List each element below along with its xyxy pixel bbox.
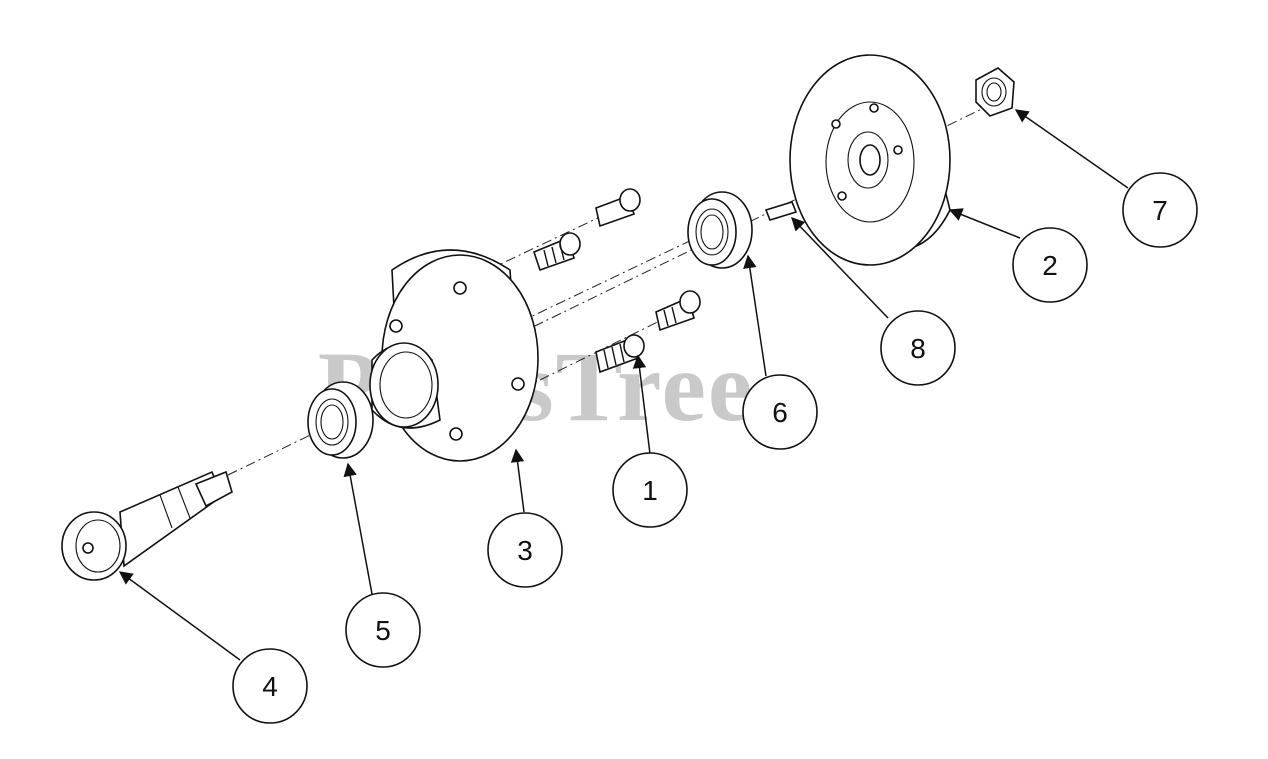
svg-text:7: 7 xyxy=(1152,195,1168,226)
svg-text:1: 1 xyxy=(642,475,658,506)
callout-4[interactable]: 4 xyxy=(232,648,308,724)
hex-nut-part[interactable] xyxy=(975,67,1015,117)
leader-lines xyxy=(118,109,1129,661)
svg-text:6: 6 xyxy=(772,397,788,428)
stud-bolt-4[interactable] xyxy=(595,334,645,374)
svg-text:4: 4 xyxy=(262,671,278,702)
callout-5[interactable]: 5 xyxy=(345,592,421,668)
callout-7[interactable]: 7 xyxy=(1122,172,1198,248)
svg-text:3: 3 xyxy=(517,535,533,566)
key-part[interactable] xyxy=(764,201,798,221)
callout-2[interactable]: 2 xyxy=(1012,227,1088,303)
spindle-shaft-part[interactable] xyxy=(61,470,233,581)
stud-bolt-3[interactable] xyxy=(655,290,701,332)
callout-8[interactable]: 8 xyxy=(880,310,956,386)
svg-text:2: 2 xyxy=(1042,250,1058,281)
svg-text:8: 8 xyxy=(910,333,926,364)
stud-bolts-part[interactable] xyxy=(533,188,701,374)
spindle-housing-part[interactable] xyxy=(369,249,539,462)
lower-bearing-part[interactable] xyxy=(307,381,374,459)
pulley-part[interactable] xyxy=(789,54,951,266)
upper-bearing-part[interactable] xyxy=(687,191,753,269)
stud-bolt-2[interactable] xyxy=(533,232,581,272)
svg-text:5: 5 xyxy=(375,615,391,646)
callout-3[interactable]: 3 xyxy=(487,512,563,588)
stud-bolt-1[interactable] xyxy=(595,188,641,228)
callout-6[interactable]: 6 xyxy=(742,374,818,450)
callout-1[interactable]: 1 xyxy=(612,452,688,528)
